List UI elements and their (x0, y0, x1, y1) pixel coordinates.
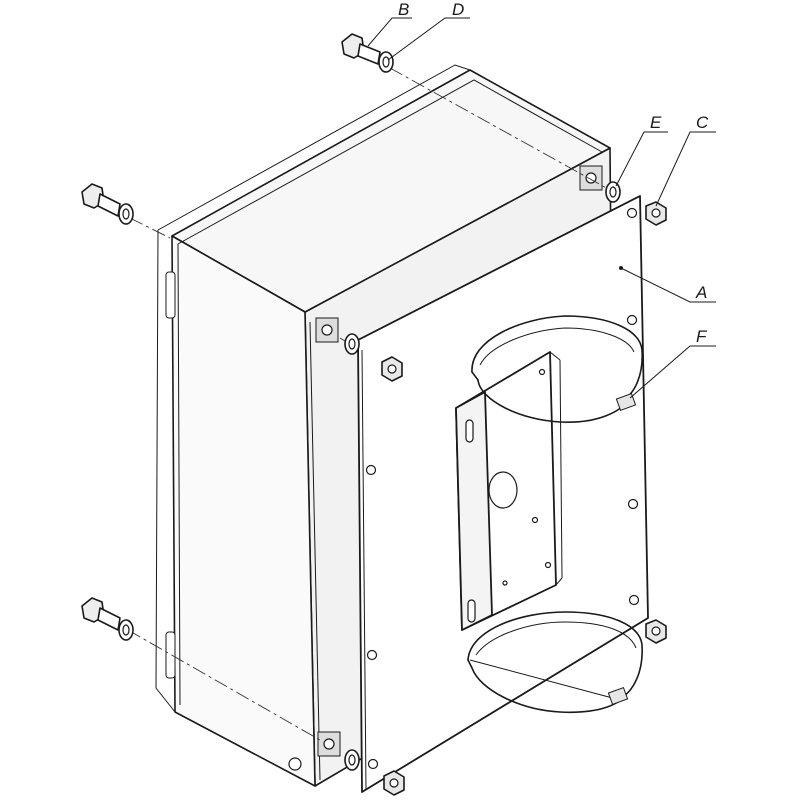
bolt-left-lower (81, 597, 134, 641)
nuts (381, 201, 667, 796)
leader-f (629, 345, 716, 399)
plate-edge (361, 349, 367, 791)
band-clamp-lower (607, 686, 629, 706)
hinge-bottom (165, 631, 176, 679)
leader-lines (367, 17, 716, 399)
clamp-band-lower (467, 611, 643, 714)
callout-label-b: B (398, 0, 409, 19)
band-upper-back (471, 315, 643, 401)
bolt-shank (357, 43, 381, 65)
bolt-top (341, 33, 394, 73)
clamp-band-upper (471, 315, 643, 423)
lug-hole (321, 324, 333, 336)
enclosure-front-face (171, 235, 316, 787)
pole-bracket (455, 351, 563, 631)
bracket-slot-lower (467, 599, 476, 623)
callout-label-c: C (696, 113, 709, 132)
hinge-top (165, 271, 176, 319)
band-upper-front (477, 379, 629, 423)
lid-edge-left (177, 243, 181, 706)
bolt-left-upper (81, 183, 134, 225)
leader-e (615, 131, 668, 187)
leader-d (387, 17, 470, 61)
bracket-front-flange (455, 391, 493, 631)
leader-c (655, 131, 716, 207)
lid-rim-left (155, 229, 159, 689)
enclosure-drain-hole (288, 757, 302, 771)
callout-label-f: F (696, 327, 708, 346)
lid-rim-top (157, 64, 471, 231)
bracket-slot-upper (465, 419, 474, 443)
lid-edge-line (177, 79, 603, 245)
callout-label-e: E (650, 113, 662, 132)
nut-icon (381, 356, 403, 382)
band-lower-back (467, 611, 643, 701)
leader-a (620, 267, 716, 303)
leader-b (367, 17, 412, 47)
nut-icon (645, 201, 667, 226)
bracket-center-hole (488, 471, 518, 509)
lid-rim-bottom (155, 687, 176, 713)
washers-plate (344, 181, 621, 771)
callout-label-d: D (452, 0, 464, 19)
box-edge-inner (309, 321, 321, 781)
lug-hole (323, 738, 335, 750)
callout-label-a: A (695, 283, 707, 302)
nut-icon (383, 770, 405, 796)
nut-icon (645, 619, 667, 644)
